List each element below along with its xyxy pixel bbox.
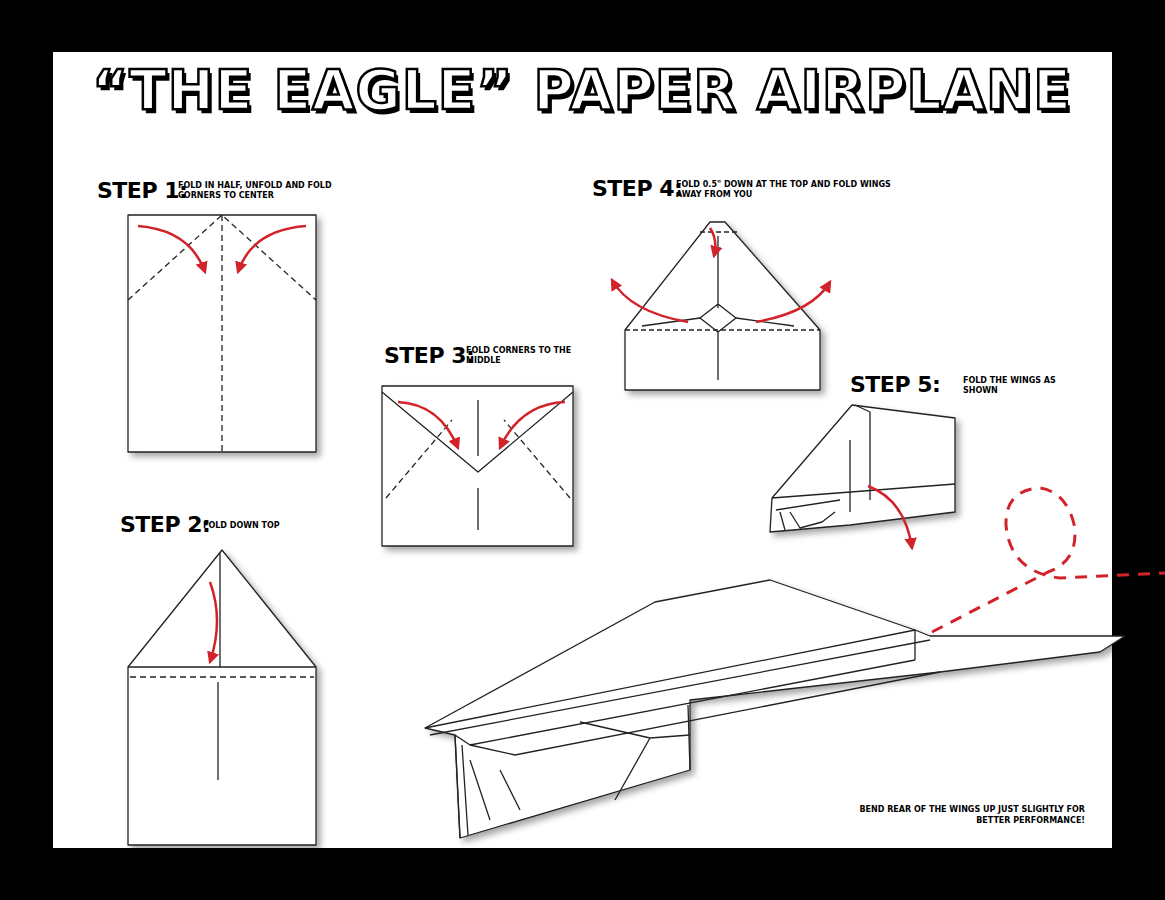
tip-note: BEND REAR OF THE WINGS UP JUST SLIGHTLY … <box>830 804 1085 826</box>
sheet <box>382 386 573 546</box>
instruction-text: FOLD CORNERS TO THE MIDDLE <box>466 346 576 366</box>
sheet <box>128 215 316 452</box>
instruction-text: FOLD THE WINGS AS SHOWN <box>963 376 1073 396</box>
step-number: STEP 1: <box>97 178 187 203</box>
paper-airplane <box>425 580 1125 838</box>
title: “THE EAGLE” PAPER AIRPLANE <box>92 58 1072 122</box>
step-number: STEP 2: <box>120 512 210 537</box>
instruction-text: FOLD IN HALF, UNFOLD AND FOLD CORNERS TO… <box>178 181 368 201</box>
step-number: STEP 4: <box>592 176 682 201</box>
sheet <box>128 550 316 845</box>
folded-plane <box>770 405 955 532</box>
instruction-text: FOLD 0.5" DOWN AT THE TOP AND FOLD WINGS… <box>676 180 906 200</box>
instruction-text: FOLD DOWN TOP <box>203 521 353 531</box>
sheet <box>625 222 820 390</box>
step-number: STEP 3: <box>384 343 474 368</box>
flight-path <box>932 488 1165 632</box>
step-number: STEP 5: <box>850 372 940 397</box>
